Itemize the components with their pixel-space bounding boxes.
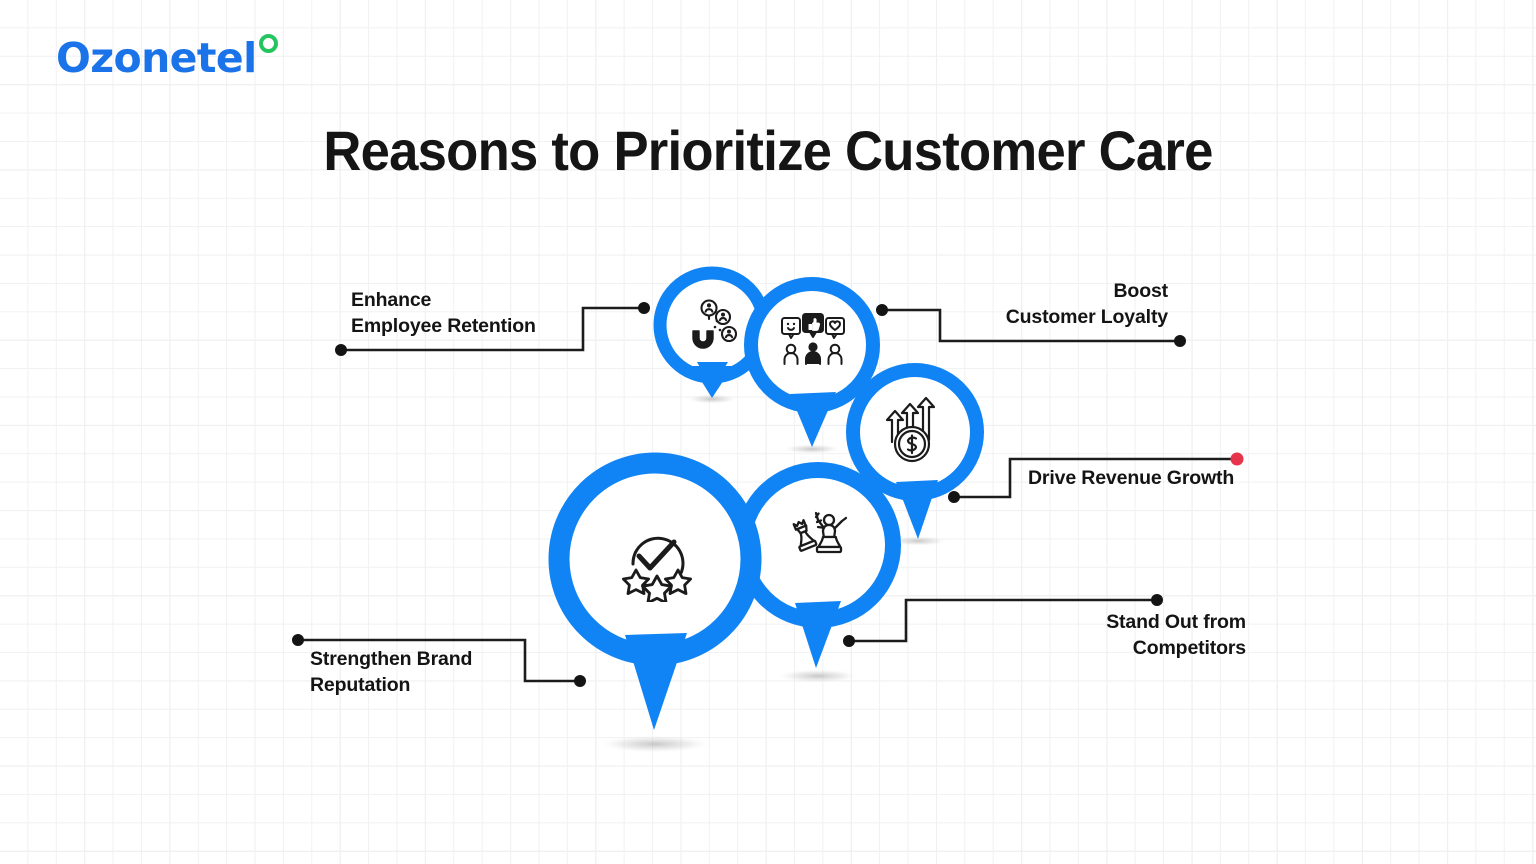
- callout-label-employee-retention: Enhance Employee Retention: [351, 289, 536, 337]
- speech-bubble-competitors[interactable]: [735, 462, 901, 668]
- speech-bubble-employee-retention[interactable]: [653, 266, 771, 398]
- callout-label-brand-reputation: Strengthen Brand Reputation: [310, 648, 473, 696]
- brand-logo-wordmark: Ozonetel: [56, 34, 257, 82]
- callout-label-revenue-growth: Drive Revenue Growth: [1028, 467, 1235, 489]
- bubble-shadow-competitors: [776, 669, 860, 683]
- speech-bubble-brand-reputation[interactable]: [548, 452, 762, 730]
- callout-label-customer-loyalty: Boost Customer Loyalty: [1005, 280, 1168, 328]
- page-title: Reasons to Prioritize Customer Care: [323, 119, 1213, 182]
- brand-logo: Ozonetel: [56, 34, 278, 82]
- bubble-shadow-employee-retention: [686, 394, 738, 404]
- bubble-shadow-customer-loyalty: [782, 444, 842, 454]
- brand-logo-dot-icon: [258, 34, 278, 53]
- callout-label-competitors: Stand Out from Competitors: [1106, 611, 1246, 659]
- bubble-shadow-brand-reputation: [597, 735, 713, 753]
- bubble-shadow-revenue-growth: [888, 536, 948, 546]
